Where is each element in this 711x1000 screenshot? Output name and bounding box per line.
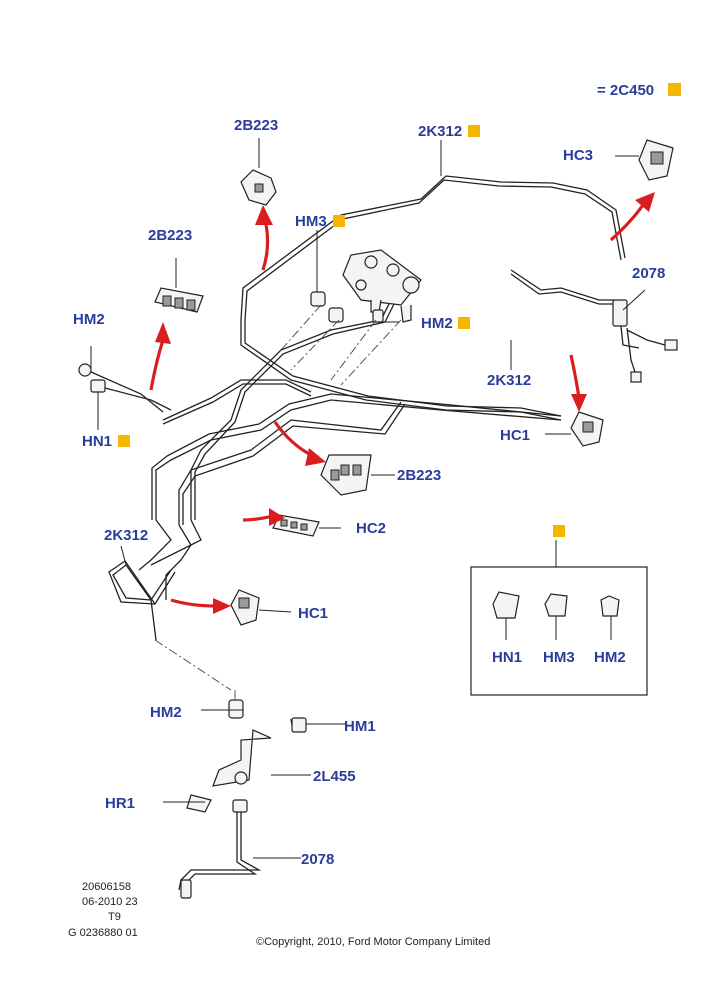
clip-hc1-left [230,589,260,626]
label-2k312-top: 2K312 [418,123,462,140]
brake-pipe-2k312-top [240,175,626,421]
label-box-hm3: HM3 [543,649,575,666]
reference-line-1: 20606158 [82,881,131,893]
reference-line-4: G 0236880 01 [68,927,138,939]
clip-hc2 [272,514,320,537]
marker-hm2-center [458,317,470,329]
label-2b223-mid: 2B223 [397,467,441,484]
red-arrows [149,192,655,614]
clip-2b223-left [154,258,204,313]
marker-hm3 [333,215,345,227]
label-2b223-top: 2B223 [234,117,278,134]
label-2078-bottom: 2078 [301,851,334,868]
label-hc1-right: HC1 [500,427,530,444]
label-box-hn1: HN1 [492,649,522,666]
clip-hc3 [638,139,674,181]
diagram-labels: = 2C450 HC3 2K312 2B223 HM3 2B223 2078 H… [68,82,681,948]
label-hc3: HC3 [563,147,593,164]
label-box-hm2: HM2 [594,649,626,666]
brake-pipe-2k312-lower [108,560,232,691]
diagram-artwork [78,138,678,899]
hydraulic-control-unit [342,249,422,323]
label-hm2-left: HM2 [73,311,105,328]
label-hc2: HC2 [356,520,386,537]
label-2k312-right: 2K312 [487,372,531,389]
label-hr1: HR1 [105,795,135,812]
label-hc1-left: HC1 [298,605,328,622]
label-2k312-left: 2K312 [104,527,148,544]
marker-2k312-top [468,125,480,137]
label-hm2-lower: HM2 [150,704,182,721]
label-hm1: HM1 [344,718,376,735]
pipe-bundle-center [138,299,562,600]
marker-hn1 [118,435,130,447]
label-2078-right: 2078 [632,265,665,282]
reference-line-2: 06-2010 23 [82,896,138,908]
bracket-2l455 [178,690,307,899]
clip-2b223-top [240,138,277,206]
label-hn1: HN1 [82,433,112,450]
brake-hose-2078-right [510,269,678,383]
leader-lines [90,140,646,859]
label-hm3: HM3 [295,213,327,230]
label-2b223-left: 2B223 [148,227,192,244]
marker-inset [553,525,565,537]
fittings-inset [470,540,648,696]
label-2l455: 2L455 [313,768,356,785]
legend-marker [668,83,681,96]
hm3-fittings [280,291,402,386]
legend-text: = 2C450 [597,82,654,99]
copyright-notice: ©Copyright, 2010, Ford Motor Company Lim… [256,936,490,948]
reference-line-3: T9 [108,911,121,923]
connector-hn1 [78,363,172,413]
label-hm2-center: HM2 [421,315,453,332]
clip-hc1-right [570,411,604,447]
clip-2b223-mid [320,454,372,496]
